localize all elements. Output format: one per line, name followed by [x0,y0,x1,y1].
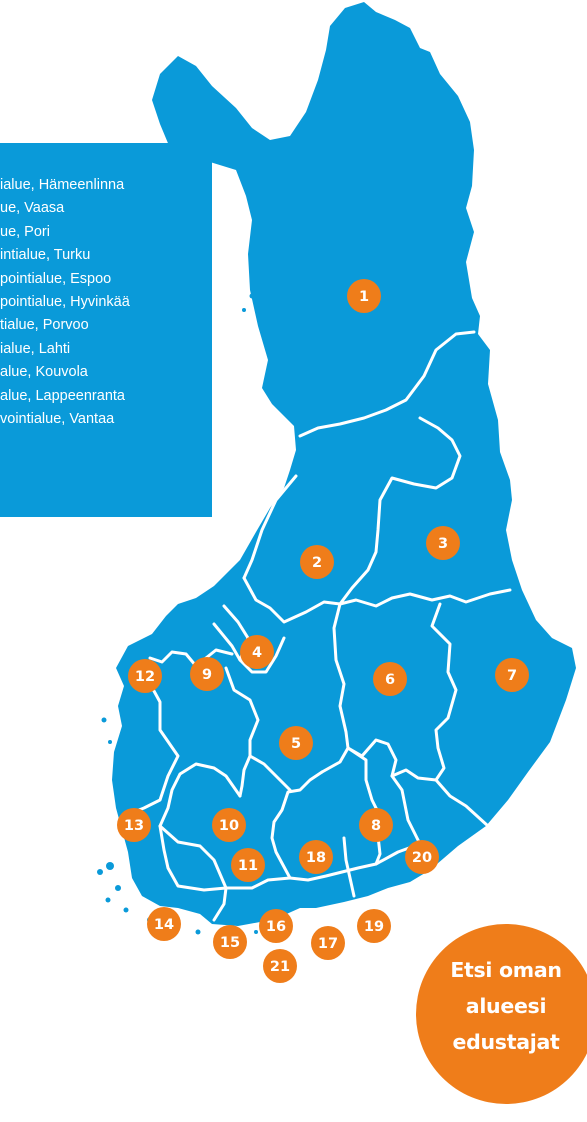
region-badge-number: 1 [359,289,369,305]
legend-item[interactable]: alue, Kouvola [0,364,88,381]
region-badge-7[interactable]: 7 [495,658,529,692]
legend-item[interactable]: ialue, Hämeenlinna [0,177,125,193]
region-badge-4[interactable]: 4 [240,635,274,669]
region-badge-circle [117,808,151,842]
region-badge-number: 15 [220,935,240,951]
region-borders [132,330,512,922]
region-badge-number: 2 [312,555,322,571]
legend-item[interactable]: ue, Pori [0,223,50,240]
legend-item[interactable]: ialue, Lahti [0,340,71,357]
region-badge-circle [359,808,393,842]
region-badge-number: 7 [507,668,517,684]
region-badge-number: 10 [219,818,239,834]
region-badge-number: 12 [135,669,155,685]
region-badge-8[interactable]: 8 [359,808,393,842]
region-badge-number: 6 [385,672,395,688]
region-badge-circle [213,925,247,959]
region-badge-circle [212,808,246,842]
region-badge-16[interactable]: 16 [259,909,293,943]
cta-line: edustajat [452,1030,560,1054]
cta-line: alueesi [465,994,547,1018]
region-badge-circle [259,909,293,943]
region-badge-circle [357,909,391,943]
region-badge-11[interactable]: 11 [231,848,265,882]
region-badge-number: 17 [318,936,338,952]
region-badge-number: 21 [270,959,290,975]
region-badge-circle [426,526,460,560]
legend-item[interactable]: tialue, Porvoo [0,317,89,334]
region-badge-6[interactable]: 6 [373,662,407,696]
region-badge-14[interactable]: 14 [147,907,181,941]
region-badge-circle [147,907,181,941]
region-badge-number: 5 [291,736,301,752]
region-badge-number: 4 [252,645,262,661]
region-badge-circle [405,840,439,874]
region-badge-12[interactable]: 12 [128,659,162,693]
region-badge-number: 3 [438,536,448,552]
region-badge-number: 20 [412,850,432,866]
region-badge-circle [311,926,345,960]
region-badge-circle [279,726,313,760]
region-badge-circle [263,949,297,983]
region-badge-number: 18 [306,850,326,866]
legend-item[interactable]: pointialue, Espoo [0,270,112,287]
finland-landmass [112,2,576,926]
legend-item[interactable]: alue, Lappeenranta [0,387,125,404]
region-badge-20[interactable]: 20 [405,840,439,874]
region-legend: ialue, Hämeenlinna ue, Vaasa ue, Pori in… [0,143,212,517]
region-badge-circle [240,635,274,669]
legend-list: ialue, Hämeenlinna ue, Vaasa ue, Pori in… [0,174,130,431]
region-badge-circle [300,545,334,579]
find-representatives-button[interactable] [416,924,587,1104]
region-badge-3[interactable]: 3 [426,526,460,560]
region-badge-circle [128,659,162,693]
region-badge-2[interactable]: 2 [300,545,334,579]
region-badge-18[interactable]: 18 [299,840,333,874]
region-badge-circle [299,840,333,874]
region-badge-10[interactable]: 10 [212,808,246,842]
region-badge-1[interactable]: 1 [347,279,381,313]
legend-item[interactable]: intialue, Turku [0,247,91,264]
region-badge-number: 19 [364,919,384,935]
cta-line: Etsi oman [450,958,562,982]
region-badge-13[interactable]: 13 [117,808,151,842]
region-badge-9[interactable]: 9 [190,657,224,691]
region-badge-number: 16 [266,919,286,935]
legend-item[interactable]: vointialue, Vantaa [0,410,115,427]
region-badge-number: 8 [371,818,381,834]
region-badge-15[interactable]: 15 [213,925,247,959]
region-badge-number: 11 [238,858,258,874]
region-badge-17[interactable]: 17 [311,926,345,960]
legend-item[interactable]: pointialue, Hyvinkää [0,293,130,310]
region-badge-circle [231,848,265,882]
legend-item[interactable]: ue, Vaasa [0,200,65,217]
region-badge-19[interactable]: 19 [357,909,391,943]
region-badge-number: 14 [154,917,174,933]
region-badge-21[interactable]: 21 [263,949,297,983]
region-badge-circle [373,662,407,696]
region-badge-circle [347,279,381,313]
region-badge-circle [495,658,529,692]
find-representatives-label[interactable]: Etsi oman alueesi edustajat [416,952,587,1060]
region-badge-number: 9 [202,667,212,683]
region-badge-circle [190,657,224,691]
region-badge-5[interactable]: 5 [279,726,313,760]
region-badge-number: 13 [124,818,144,834]
